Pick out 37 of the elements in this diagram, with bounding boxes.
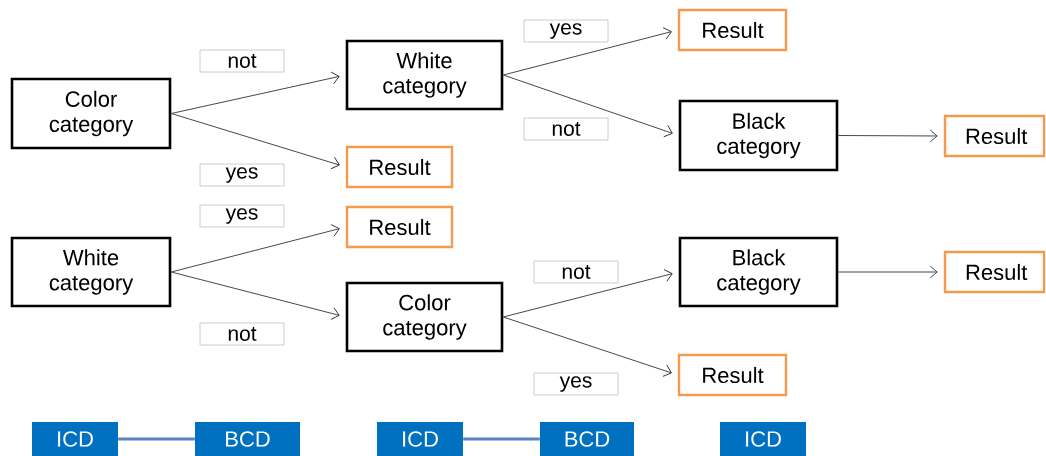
- connector-line: [463, 437, 540, 441]
- arrow: [502, 27, 672, 76]
- arrow: [170, 71, 340, 114]
- edge-label: yes: [533, 372, 619, 396]
- edge-label: yes: [523, 19, 609, 43]
- abbreviation-box: ICD: [720, 422, 806, 456]
- connector-line: [118, 437, 195, 441]
- arrow: [837, 265, 938, 279]
- category-box: White category: [10, 236, 172, 308]
- arrow: [170, 113, 340, 170]
- arrow: [837, 129, 938, 143]
- edge-label: not: [533, 260, 619, 284]
- category-box: Black category: [678, 236, 839, 308]
- abbreviation-box: ICD: [32, 422, 118, 456]
- abbreviation-box: ICD: [377, 422, 463, 456]
- abbreviation-box: BCD: [540, 422, 634, 456]
- edge-label: not: [199, 322, 285, 346]
- edge-label: yes: [199, 163, 285, 187]
- category-box: Color category: [10, 77, 172, 150]
- category-box: Black category: [678, 99, 839, 172]
- arrow: [502, 269, 673, 318]
- arrow: [502, 316, 672, 377]
- abbreviation-box: BCD: [195, 422, 300, 456]
- edge-label: not: [199, 49, 285, 73]
- result-box: Result: [943, 250, 1046, 294]
- arrow: [502, 74, 673, 138]
- category-box: White category: [345, 39, 504, 111]
- result-box: Result: [345, 145, 454, 189]
- result-box: Result: [345, 205, 454, 249]
- result-box: Result: [677, 8, 788, 52]
- edge-label: not: [523, 117, 609, 141]
- arrow: [170, 224, 340, 273]
- arrow: [170, 271, 340, 320]
- edge-label: yes: [199, 204, 285, 228]
- result-box: Result: [943, 114, 1046, 158]
- category-box: Color category: [345, 281, 504, 353]
- result-box: Result: [677, 353, 788, 397]
